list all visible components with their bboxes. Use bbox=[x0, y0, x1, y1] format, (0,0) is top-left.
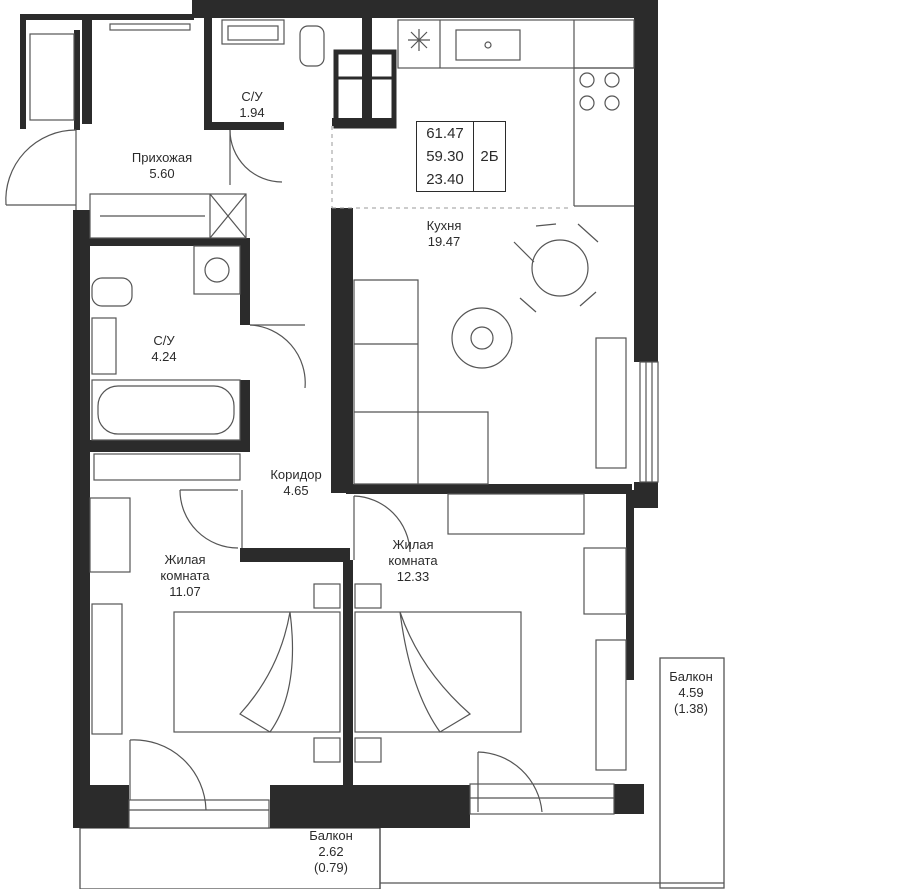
hallway-wardrobe bbox=[89, 193, 247, 239]
room-name-line2: комната bbox=[160, 568, 210, 583]
room-label-balcony-bottom: Балкон 2.62 (0.79) bbox=[296, 828, 366, 876]
total-area: 61.47 bbox=[426, 125, 464, 142]
windows bbox=[29, 23, 659, 829]
room-area: 12.33 bbox=[396, 569, 430, 584]
room-label-hallway: Прихожая 5.60 bbox=[112, 150, 212, 182]
bottom-wall-mid bbox=[270, 785, 470, 828]
apartment-summary: 61.47 59.30 23.40 2Б bbox=[416, 121, 506, 192]
room-label-bathroom-mid: С/У 4.24 bbox=[124, 333, 204, 365]
room-name: Прихожая bbox=[131, 150, 193, 165]
room-name-line1: Жилая bbox=[164, 552, 206, 567]
room-name: С/У bbox=[153, 333, 175, 348]
balcony-right-outline bbox=[659, 657, 725, 889]
living-rooms-area: 23.40 bbox=[426, 171, 464, 188]
room-name: Балкон bbox=[309, 828, 353, 843]
dashed-zones bbox=[331, 126, 570, 209]
room-name-line2: комната bbox=[388, 553, 438, 568]
room-label-balcony-right: Балкон 4.59 (1.38) bbox=[656, 669, 726, 717]
room-area: 4.24 bbox=[151, 349, 177, 364]
room-label-bedroom-left: Жилая комната 11.07 bbox=[140, 552, 230, 600]
doors bbox=[5, 129, 543, 813]
bedroom-right-furniture bbox=[354, 493, 627, 771]
kitchen-furniture bbox=[353, 223, 627, 485]
top-wall bbox=[192, 0, 658, 18]
balconies bbox=[79, 657, 725, 889]
room-label-kitchen: Кухня 19.47 bbox=[404, 218, 484, 250]
room-label-corridor: Коридор 4.65 bbox=[256, 467, 336, 499]
room-label-bathroom-top: С/У 1.94 bbox=[222, 89, 282, 121]
room-name-line1: Жилая bbox=[392, 537, 434, 552]
bathroom-mid-fixtures bbox=[91, 245, 241, 441]
room-area: 1.94 bbox=[239, 105, 265, 120]
room-name: Кухня bbox=[426, 218, 462, 233]
left-wall bbox=[73, 210, 90, 828]
room-area-coef: (0.79) bbox=[314, 860, 348, 875]
kitchen-counter bbox=[397, 19, 635, 207]
fridge bbox=[333, 49, 397, 129]
room-area: 2.62 bbox=[318, 844, 344, 859]
bedroom-left-furniture bbox=[89, 453, 341, 763]
right-wall bbox=[634, 0, 658, 362]
room-area: 4.59 bbox=[678, 685, 704, 700]
bottom-wall-left bbox=[73, 785, 129, 828]
room-name: Коридор bbox=[270, 467, 322, 482]
living-area-total: 59.30 bbox=[426, 148, 464, 165]
summary-values: 61.47 59.30 23.40 bbox=[417, 122, 474, 191]
walls bbox=[20, 0, 658, 828]
room-label-bedroom-right: Жилая комната 12.33 bbox=[368, 537, 458, 585]
room-name: С/У bbox=[241, 89, 263, 104]
apartment-type: 2Б bbox=[480, 148, 499, 165]
room-name: Балкон bbox=[669, 669, 713, 684]
room-area: 19.47 bbox=[427, 234, 461, 249]
room-area: 4.65 bbox=[283, 483, 309, 498]
bathroom-top-fixtures bbox=[221, 19, 325, 67]
room-area: 11.07 bbox=[169, 584, 201, 599]
room-area-coef: (1.38) bbox=[674, 701, 708, 716]
room-area: 5.60 bbox=[149, 166, 175, 181]
